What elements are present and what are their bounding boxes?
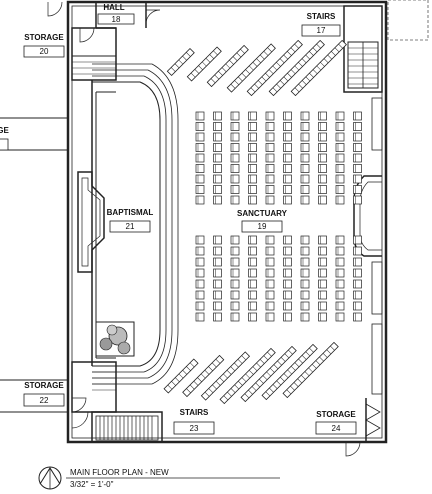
pew-column <box>335 235 345 322</box>
north-arrow-icon <box>38 466 62 490</box>
stairs-s-room <box>71 411 163 443</box>
pew-column <box>265 111 275 205</box>
chair-row <box>268 39 325 97</box>
plan-title: MAIN FLOOR PLAN - NEW <box>70 468 169 477</box>
chair-row <box>163 358 199 394</box>
left-cut-name: GE <box>0 126 9 135</box>
seating-bottom-diagonal <box>163 341 339 405</box>
baptismal-font <box>77 171 105 273</box>
storage-sw-name: STORAGE <box>24 381 64 390</box>
baptismal-name: BAPTISMAL <box>107 208 154 217</box>
stage-platform <box>91 63 179 385</box>
pew-column <box>300 111 310 205</box>
label-sanctuary: SANCTUARY 19 <box>218 206 306 233</box>
right-wall-features <box>353 97 383 395</box>
pew-column <box>353 111 362 205</box>
chair-row <box>261 343 318 401</box>
storage-nw-room <box>71 27 117 81</box>
chair-row <box>246 39 303 97</box>
planter <box>95 321 135 357</box>
label-baptismal: BAPTISMAL 21 <box>107 208 154 233</box>
chair-row <box>206 44 249 88</box>
pew-column <box>248 111 257 205</box>
label-storage-nw: STORAGE 20 <box>23 33 65 58</box>
sanctuary-name: SANCTUARY <box>237 209 288 218</box>
label-stairs-ne: STAIRS 17 <box>301 12 341 37</box>
stairs-ne-room <box>343 5 383 93</box>
seating-top-diagonal <box>166 39 347 97</box>
chair-row <box>182 354 225 398</box>
storage-nw-number: 20 <box>40 47 49 56</box>
pew-column <box>318 111 327 205</box>
stairs-s-number: 23 <box>190 424 199 433</box>
hall-number: 18 <box>112 15 121 24</box>
exterior-dashed-outline <box>387 0 429 41</box>
chair-row <box>200 351 251 401</box>
storage-sw-room <box>71 361 117 413</box>
pew-column <box>195 111 205 205</box>
pew-column <box>318 235 327 322</box>
stairs-ne-number: 17 <box>317 26 326 35</box>
chair-row <box>219 347 276 405</box>
pew-column <box>248 235 257 322</box>
pew-column <box>230 235 240 322</box>
chair-row <box>226 43 276 93</box>
pew-column <box>300 235 310 322</box>
plan-scale: 3/32" = 1'-0" <box>70 480 114 489</box>
pew-column <box>283 235 292 322</box>
pew-column <box>283 111 292 205</box>
title-block: MAIN FLOOR PLAN - NEW 3/32" = 1'-0" <box>38 466 280 490</box>
stairs-s-name: STAIRS <box>180 408 209 417</box>
storage-se-room <box>345 398 381 457</box>
pew-column <box>353 235 362 322</box>
pew-column <box>230 111 240 205</box>
storage-sw-number: 22 <box>40 396 49 405</box>
building-walls <box>0 0 388 444</box>
storage-nw-name: STORAGE <box>24 33 64 42</box>
pew-column <box>213 235 222 322</box>
pew-column <box>335 111 345 205</box>
label-left-cut: GE <box>0 126 9 151</box>
storage-se-name: STORAGE <box>316 410 356 419</box>
label-hall: HALL 18 <box>97 3 135 25</box>
seating-pews <box>195 111 362 322</box>
sanctuary-number: 19 <box>258 222 267 231</box>
label-stairs-s: STAIRS 23 <box>172 404 216 435</box>
pew-column <box>213 111 222 205</box>
chair-row <box>186 46 222 82</box>
chair-row <box>282 341 339 399</box>
baptismal-number: 21 <box>126 222 135 231</box>
label-storage-se: STORAGE 24 <box>310 406 362 435</box>
chair-row <box>290 39 347 97</box>
label-storage-sw: STORAGE 22 <box>23 381 65 407</box>
hall-name: HALL <box>103 3 124 12</box>
stairs-ne-name: STAIRS <box>307 12 336 21</box>
storage-se-number: 24 <box>332 424 341 433</box>
chair-row <box>166 47 195 77</box>
pew-column <box>195 235 205 322</box>
chair-row <box>240 345 297 403</box>
pew-column <box>265 235 275 322</box>
